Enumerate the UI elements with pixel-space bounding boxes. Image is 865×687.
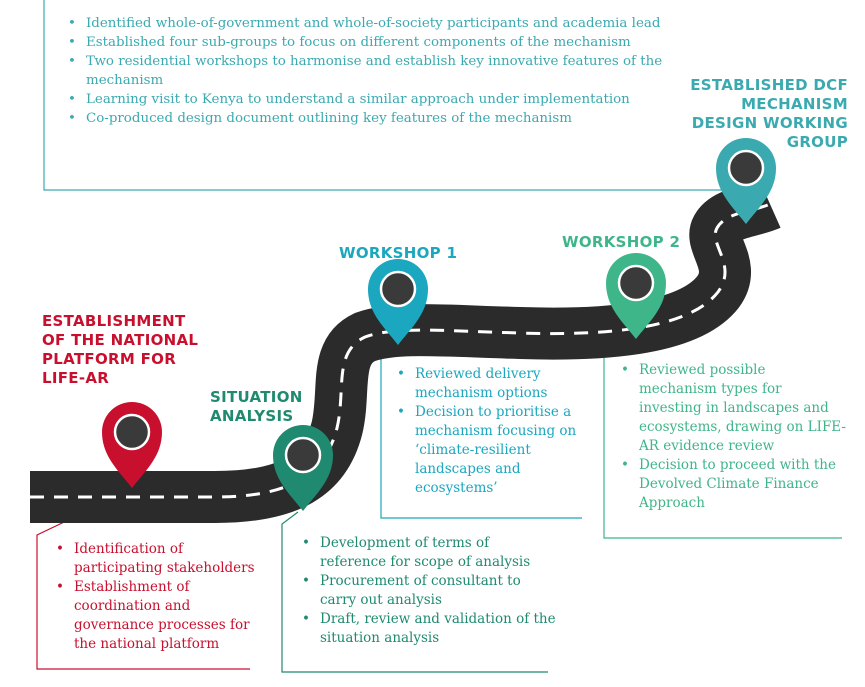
list-item: Learning visit to Kenya to understand a … <box>64 90 664 109</box>
list-item: Development of terms of reference for sc… <box>298 534 558 572</box>
situation-bracket <box>281 511 548 673</box>
workshop2-title: WORKSHOP 2 <box>562 233 681 251</box>
situation-pin <box>273 425 333 511</box>
list-item: Identified whole-of-government and whole… <box>64 14 664 33</box>
road-center-line <box>30 202 771 499</box>
list-item: Two residential workshops to harmonise a… <box>64 52 664 90</box>
list-item: Draft, review and validation of the situ… <box>298 610 558 648</box>
establishment-pin <box>102 402 162 488</box>
workshop1-bullets: Reviewed delivery mechanism options Deci… <box>393 365 583 498</box>
list-item: Decision to prioritise a mechanism focus… <box>393 403 583 498</box>
working-group-bracket <box>43 0 742 191</box>
workshop2-bullets: Reviewed possible mechanism types for in… <box>617 361 847 513</box>
working-group-title: ESTABLISHED DCF MECHANISM DESIGN WORKING… <box>690 76 848 151</box>
working-group-bullets: Identified whole-of-government and whole… <box>64 14 664 128</box>
list-item: Reviewed possible mechanism types for in… <box>617 361 847 456</box>
list-item: Reviewed delivery mechanism options <box>393 365 583 403</box>
list-item: Establishment of coordination and govern… <box>52 578 262 654</box>
situation-bullets: Development of terms of reference for sc… <box>298 534 558 648</box>
workshop1-pin <box>368 259 428 345</box>
list-item: Identification of participating stakehol… <box>52 540 262 578</box>
workshop2-pin <box>606 253 666 339</box>
list-item: Co-produced design document outlining ke… <box>64 109 664 128</box>
establishment-bullets: Identification of participating stakehol… <box>52 540 262 654</box>
workshop1-title: WORKSHOP 1 <box>339 244 458 262</box>
establishment-title: ESTABLISHMENT OF THE NATIONAL PLATFORM F… <box>42 312 199 387</box>
situation-title: SITUATION ANALYSIS <box>210 388 303 425</box>
list-item: Established four sub-groups to focus on … <box>64 33 664 52</box>
list-item: Procurement of consultant to carry out a… <box>298 572 558 610</box>
list-item: Decision to proceed with the Devolved Cl… <box>617 456 847 513</box>
working-group-pin <box>716 138 776 224</box>
